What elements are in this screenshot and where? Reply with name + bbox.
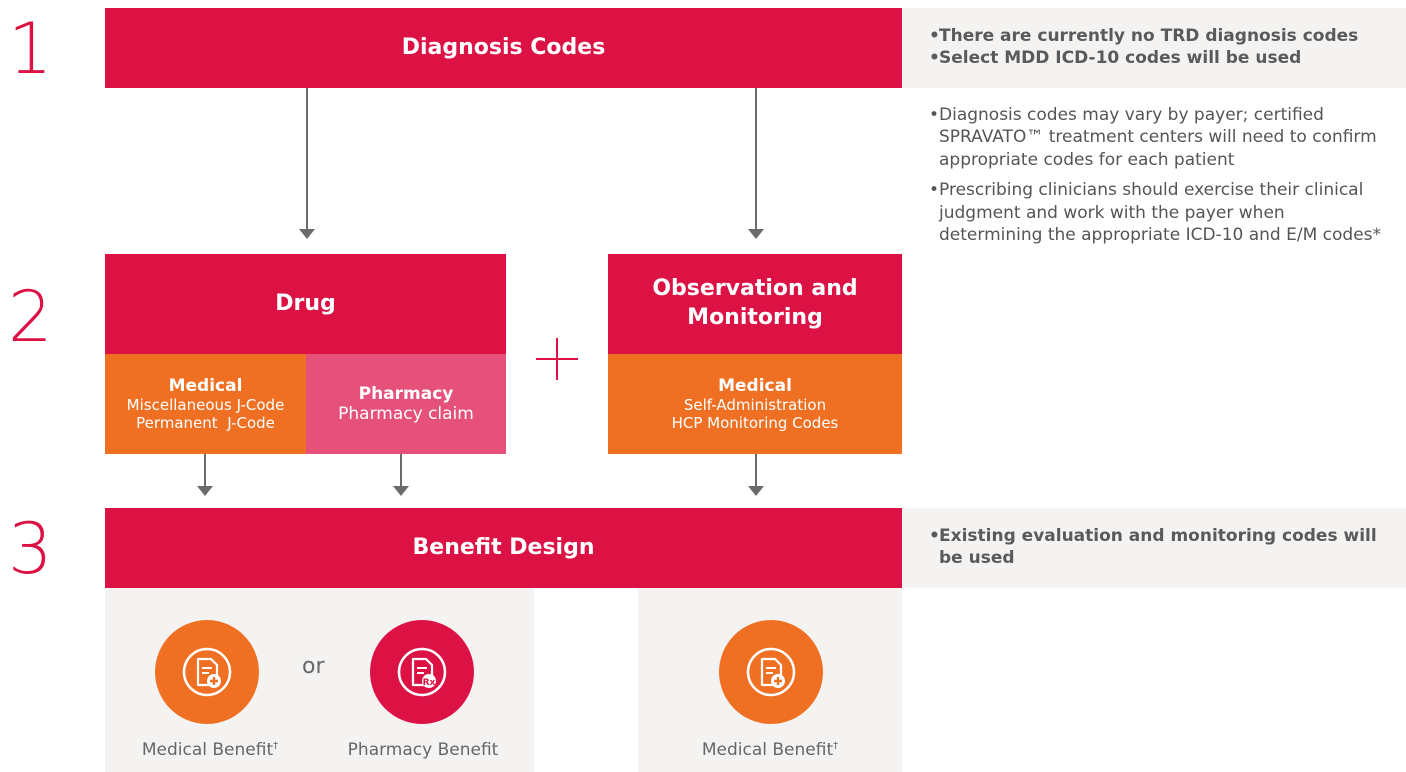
step1-detail-notes: •Diagnosis codes may vary by payer; cert…	[903, 104, 1393, 247]
benefit-design-header: Benefit Design	[105, 508, 902, 588]
drug-pharmacy-line1: Pharmacy claim	[338, 404, 474, 424]
observation-title: Observation and Monitoring	[652, 276, 858, 330]
step-number-3: 3	[8, 508, 53, 590]
observation-header: Observation and Monitoring	[608, 254, 902, 354]
medical-benefit-label-observation: Medical Benefit	[701, 740, 834, 760]
arrow-diagnosis-to-drug	[306, 88, 308, 230]
medical-benefit-caption-observation: Medical Benefit†	[638, 740, 902, 760]
dagger: †	[833, 740, 839, 752]
step1-key-notes: •There are currently no TRD diagnosis co…	[903, 8, 1406, 88]
arrow-pharmacy-to-benefit	[400, 454, 402, 488]
plus-icon	[536, 338, 578, 380]
arrowhead	[748, 486, 764, 496]
arrow-observation-to-benefit	[755, 454, 757, 488]
medical-benefit-caption: Medical Benefit†	[105, 740, 315, 760]
medical-document-icon	[746, 647, 796, 697]
rx-document-icon: Rx	[397, 647, 447, 697]
pharmacy-benefit-icon: Rx	[370, 620, 474, 724]
or-label: or	[302, 654, 325, 679]
diagnosis-codes-header: Diagnosis Codes	[105, 8, 902, 88]
drug-pharmacy-title: Pharmacy	[358, 383, 454, 404]
note-bullet: •Existing evaluation and monitoring code…	[929, 526, 1377, 569]
arrowhead	[299, 229, 315, 239]
observation-medical-line1: Self-Administration	[683, 396, 827, 415]
arrowhead	[748, 229, 764, 239]
arrowhead	[197, 486, 213, 496]
note-bullet: •Diagnosis codes may vary by payer; cert…	[929, 105, 1377, 170]
pharmacy-benefit-caption: Pharmacy Benefit	[318, 740, 528, 760]
step3-key-notes: •Existing evaluation and monitoring code…	[903, 508, 1406, 588]
step-number-1: 1	[8, 8, 53, 90]
drug-header: Drug	[105, 254, 506, 354]
note-bullet: •There are currently no TRD diagnosis co…	[929, 26, 1359, 46]
drug-pharmacy-box: Pharmacy Pharmacy claim	[306, 354, 506, 454]
diagnosis-codes-title: Diagnosis Codes	[401, 34, 606, 60]
medical-benefit-icon	[155, 620, 259, 724]
medical-document-icon	[182, 647, 232, 697]
arrow-medical-to-benefit	[204, 454, 206, 488]
drug-medical-title: Medical	[168, 375, 243, 396]
arrowhead	[393, 486, 409, 496]
drug-medical-box: Medical Miscellaneous J-Code Permanent J…	[105, 354, 306, 454]
medical-benefit-label: Medical Benefit	[141, 740, 274, 760]
observation-medical-title: Medical	[718, 375, 792, 396]
medical-benefit-icon-observation	[719, 620, 823, 724]
svg-text:Rx: Rx	[423, 678, 436, 688]
dagger: †	[273, 740, 279, 752]
drug-title: Drug	[275, 290, 336, 316]
note-bullet: •Select MDD ICD-10 codes will be used	[929, 48, 1302, 69]
observation-medical-box: Medical Self-Administration HCP Monitori…	[608, 354, 902, 454]
arrow-diagnosis-to-observation	[755, 88, 757, 230]
note-bullet: •Prescribing clinicians should exercise …	[929, 180, 1382, 246]
drug-medical-line2: Permanent J-Code	[136, 414, 275, 433]
pharmacy-benefit-label: Pharmacy Benefit	[347, 740, 499, 760]
drug-medical-line1: Miscellaneous J-Code	[126, 396, 285, 415]
observation-medical-line2: HCP Monitoring Codes	[671, 414, 839, 433]
step-number-2: 2	[8, 276, 53, 358]
benefit-design-title: Benefit Design	[412, 534, 595, 560]
